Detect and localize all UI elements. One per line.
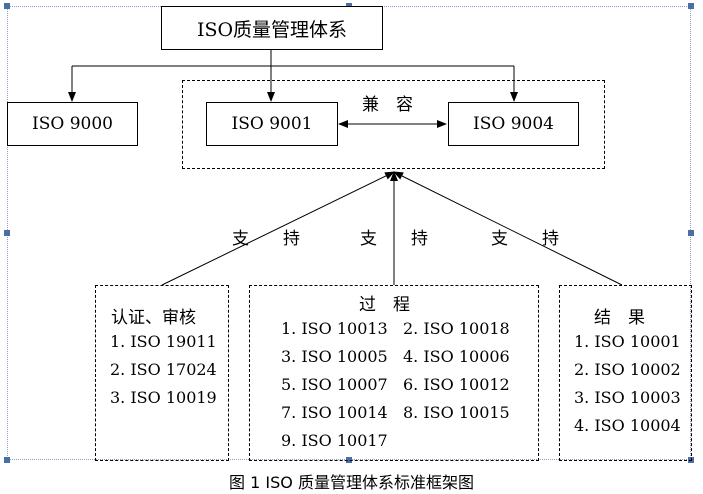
resize-handle-tr[interactable] <box>688 3 694 9</box>
resize-handle-bl[interactable] <box>4 457 10 463</box>
process-title: 过 程 <box>359 295 410 315</box>
result-group <box>559 285 692 461</box>
root-title: ISO质量管理体系 <box>196 18 348 41</box>
process-item-5: 5. ISO 10007 <box>281 375 388 394</box>
result-item-3: 3. ISO 10003 <box>574 388 681 407</box>
process-item-2: 2. ISO 10018 <box>403 319 510 338</box>
figure-caption: 图 1 ISO 质量管理体系标准框架图 <box>229 473 474 492</box>
support-label-right: 支 持 <box>491 229 559 249</box>
compat-label: 兼 容 <box>362 95 413 115</box>
iso9004-label: ISO 9004 <box>473 114 554 134</box>
result-item-1: 1. ISO 10001 <box>574 332 681 351</box>
process-item-7: 7. ISO 10014 <box>281 403 388 422</box>
resize-handle-tl[interactable] <box>4 3 10 9</box>
cert-item-3: 3. ISO 10019 <box>110 388 217 407</box>
result-title: 结 果 <box>594 308 645 328</box>
resize-handle-mr[interactable] <box>688 230 694 236</box>
process-item-3: 3. ISO 10005 <box>281 347 388 366</box>
support-label-left: 支 持 <box>232 229 300 249</box>
iso9000-box: ISO 9000 <box>7 102 138 146</box>
iso9001-label: ISO 9001 <box>231 114 313 134</box>
process-item-8: 8. ISO 10015 <box>403 403 510 422</box>
support-arrow-right <box>393 171 623 286</box>
process-item-9: 9. ISO 10017 <box>281 431 388 450</box>
core-standards-group <box>182 80 605 169</box>
cert-item-1: 1. ISO 19011 <box>110 332 217 351</box>
iso9001-box: ISO 9001 <box>206 102 338 146</box>
iso9000-label: ISO 9000 <box>32 114 113 134</box>
cert-item-2: 2. ISO 17024 <box>110 360 217 379</box>
process-item-4: 4. ISO 10006 <box>403 347 510 366</box>
support-label-center: 支 持 <box>360 229 428 249</box>
cert-audit-title: 认证、审核 <box>111 308 196 328</box>
result-item-4: 4. ISO 10004 <box>574 416 681 435</box>
support-arrow-left <box>161 171 395 286</box>
cert-audit-group <box>95 285 229 461</box>
process-item-1: 1. ISO 10013 <box>281 319 388 338</box>
process-item-6: 6. ISO 10012 <box>403 375 510 394</box>
resize-handle-ml[interactable] <box>4 230 10 236</box>
iso9004-box: ISO 9004 <box>448 102 579 146</box>
root-box: ISO质量管理体系 <box>161 6 383 50</box>
result-item-2: 2. ISO 10002 <box>574 360 681 379</box>
process-group <box>249 285 539 461</box>
